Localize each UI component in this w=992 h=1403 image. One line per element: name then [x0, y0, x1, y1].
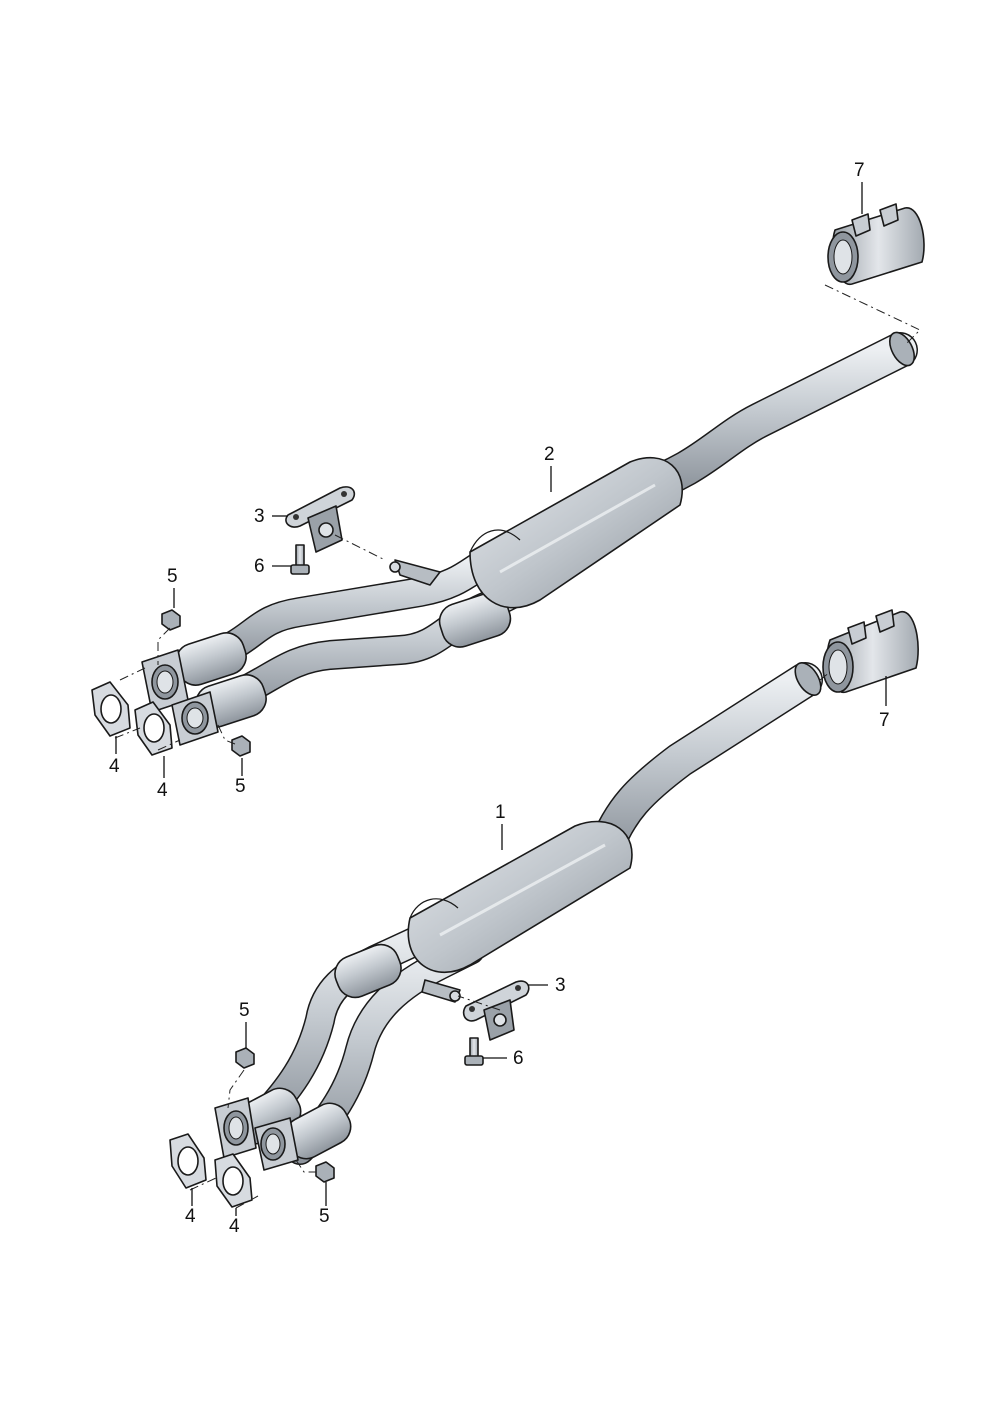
upper-pipe-clamp: [827, 203, 925, 285]
lower-gasket-b: [214, 1153, 253, 1208]
lower-exhaust-assembly: [169, 609, 919, 1208]
lower-hanger-bracket: [462, 980, 530, 1041]
lower-hanger-stud: [421, 979, 461, 1003]
upper-hanger-bracket: [285, 486, 356, 553]
upper-muffler: [469, 456, 683, 609]
lower-pipe-flanges: [214, 1097, 299, 1171]
callout-part-5-lower-a: 5: [239, 1000, 250, 1021]
upper-pipe-flanges: [141, 649, 219, 746]
upper-tail-pipe: [622, 331, 918, 506]
callout-part-5-lower-b: 5: [319, 1206, 330, 1227]
lower-bolt: [464, 1037, 484, 1066]
callout-part-4-lower-a: 4: [185, 1206, 196, 1227]
lower-muffler: [407, 820, 633, 974]
callout-part-5-upper-b: 5: [235, 776, 246, 797]
upper-hanger-stud: [389, 559, 441, 586]
callout-part-1: 1: [495, 802, 506, 823]
upper-gasket-a: [91, 681, 131, 737]
upper-gasket-b: [134, 701, 173, 756]
lower-pipe-clamp: [822, 609, 919, 693]
callout-part-4-upper-a: 4: [109, 756, 120, 777]
callout-labels: 7 2 3 6 5 4 4 5 7 1 3 5 6 4 4 5: [109, 160, 890, 1237]
callout-part-4-upper-b: 4: [157, 780, 168, 801]
upper-exhaust-assembly: [91, 203, 925, 757]
upper-nut-a: [161, 609, 181, 631]
callout-part-5-upper-a: 5: [167, 566, 178, 587]
callout-part-6-upper: 6: [254, 556, 265, 577]
callout-part-7-upper: 7: [854, 160, 865, 181]
lower-nut-b: [315, 1161, 335, 1183]
callout-part-2: 2: [544, 444, 555, 465]
callout-part-3-upper: 3: [254, 506, 265, 527]
callout-part-7-lower: 7: [879, 710, 890, 731]
leader-lines: [115, 182, 887, 1216]
upper-bolt: [290, 544, 310, 575]
upper-nut-b: [231, 735, 251, 757]
lower-tail-pipe: [587, 662, 823, 868]
lower-gasket-a: [169, 1133, 207, 1189]
lower-nut-a: [235, 1047, 255, 1069]
callout-part-4-lower-b: 4: [229, 1216, 240, 1237]
callout-part-6-lower: 6: [513, 1048, 524, 1069]
callout-part-3-lower: 3: [555, 975, 566, 996]
assembly-dash-lines: [114, 284, 921, 1209]
